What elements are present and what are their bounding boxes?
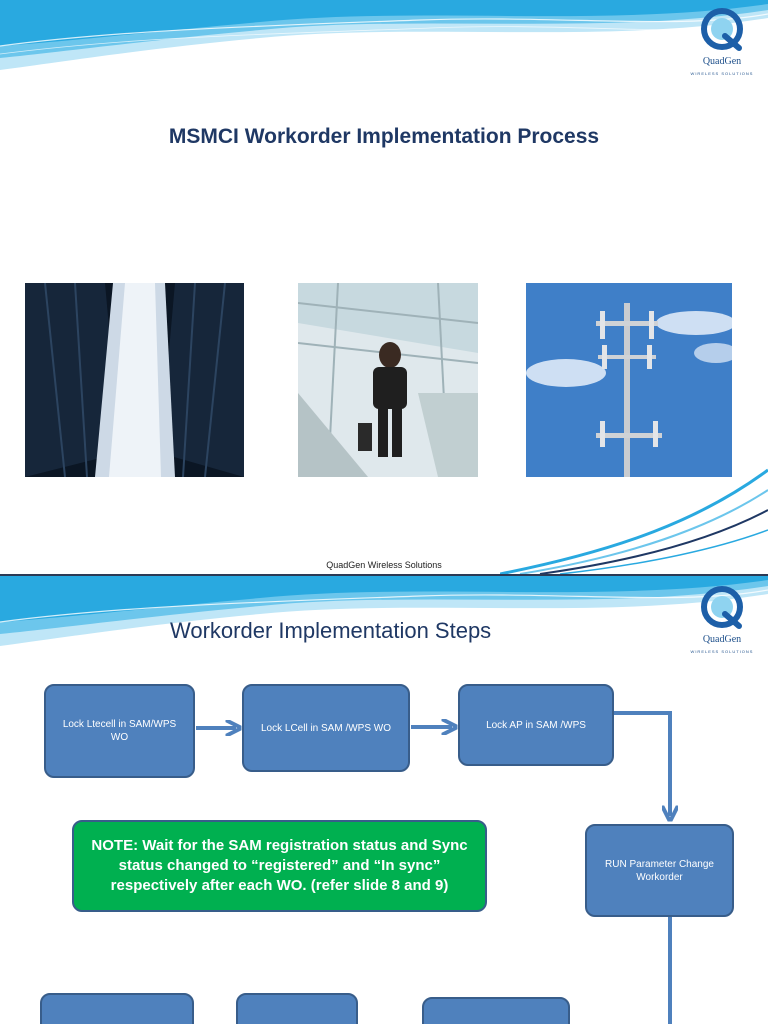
note-text: NOTE: Wait for the SAM registration stat… [91, 837, 468, 894]
note-box: NOTE: Wait for the SAM registration stat… [72, 820, 487, 912]
quadgen-logo-icon [701, 586, 743, 629]
logo-tagline: WIRELESS SOLUTIONS [690, 71, 754, 76]
slide-separator [0, 574, 768, 576]
step-lock-lcell-label: Lock LCell in SAM /WPS WO [260, 722, 392, 734]
step-lock-ltecell-label: Lock Ltecell in SAM/WPS WO [62, 719, 177, 743]
arrow-step3-step4 [614, 711, 670, 816]
logo-tagline: WIRELESS SOLUTIONS [690, 649, 754, 654]
slide-2: QuadGen WIRELESS SOLUTIONS Workorder Imp… [0, 576, 768, 1024]
quadgen-logo: QuadGen WIRELESS SOLUTIONS [684, 582, 760, 662]
logo-name: QuadGen [702, 634, 742, 645]
logo-name: QuadGen [702, 56, 742, 67]
step-box-bottom-2 [236, 993, 358, 1024]
swirl-decoration [500, 468, 768, 574]
quadgen-logo-icon [701, 8, 743, 51]
step-lock-ap-label: Lock AP in SAM /WPS [486, 719, 586, 731]
step-run-parameter-change: RUN Parameter Change Workorder [585, 824, 734, 917]
cell-tower-photo [526, 283, 732, 477]
escalator-woman-photo [298, 283, 478, 477]
header-wave [0, 0, 768, 70]
step-lock-ap: Lock AP in SAM /WPS [458, 684, 614, 766]
slide-1-title: MSMCI Workorder Implementation Process [168, 125, 600, 148]
step-box-bottom-1 [40, 993, 194, 1024]
step-box-bottom-3 [422, 997, 570, 1024]
quadgen-logo: QuadGen WIRELESS SOLUTIONS [684, 4, 760, 84]
slide-2-title: Workorder Implementation Steps [170, 618, 492, 643]
step-run-parameter-change-label: RUN Parameter Change Workorder [605, 858, 714, 883]
slide-1: QuadGen WIRELESS SOLUTIONS MSMCI Workord… [0, 0, 768, 574]
slide-1-footer: QuadGen Wireless Solutions [326, 560, 442, 570]
header-wave [0, 576, 768, 646]
flow-arrows [196, 711, 768, 1024]
step-lock-lcell: Lock LCell in SAM /WPS WO [242, 684, 410, 772]
step-lock-ltecell: Lock Ltecell in SAM/WPS WO [44, 684, 195, 778]
server-aisle-photo [25, 283, 244, 477]
